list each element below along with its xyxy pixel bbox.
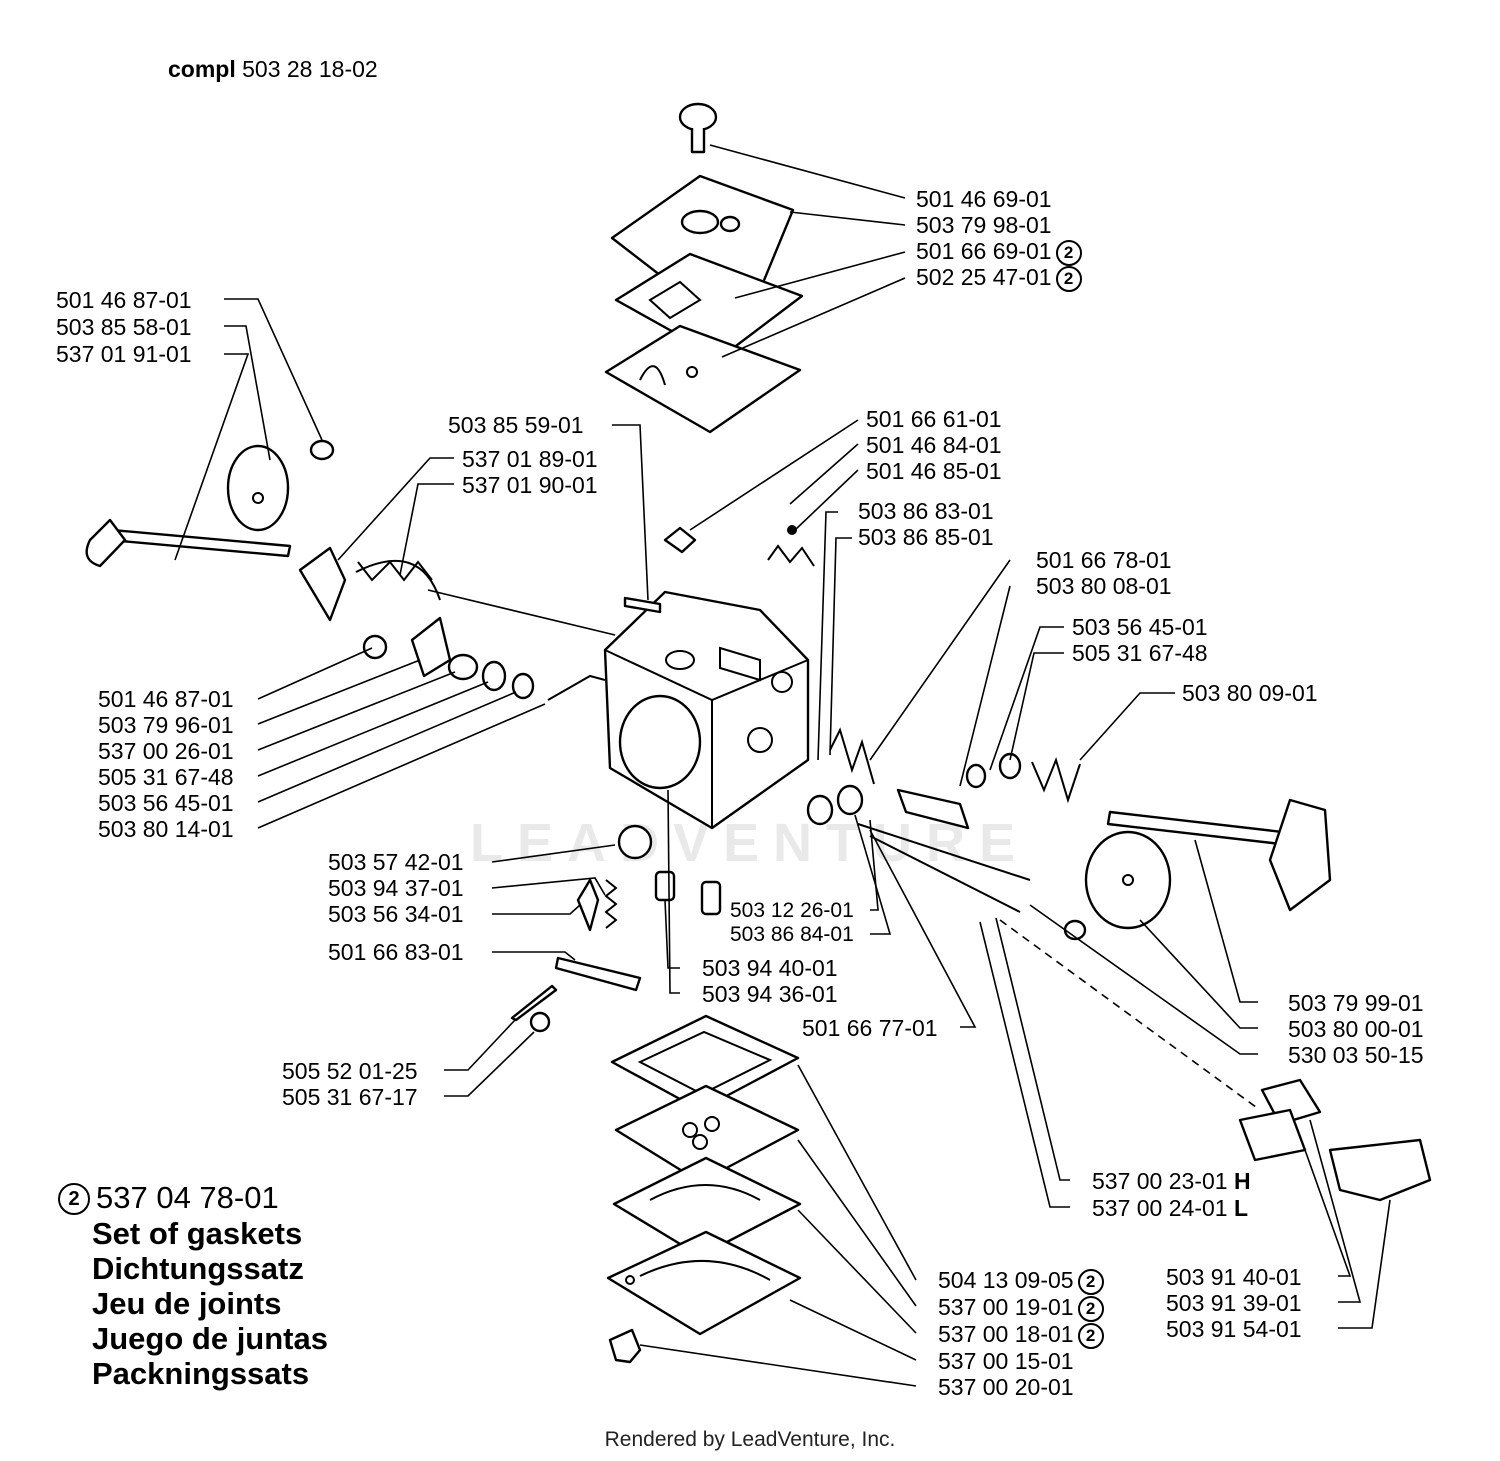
part-label[interactable]: 503 86 85-01 — [858, 524, 994, 550]
part-label[interactable]: 503 57 42-01 — [328, 849, 464, 875]
part-label[interactable]: 503 94 37-01 — [328, 875, 464, 901]
complete-assembly-number: compl 503 28 18-02 — [168, 56, 378, 83]
part-label[interactable]: 503 80 08-01 — [1036, 573, 1172, 599]
part-label[interactable]: 505 31 67-17 — [282, 1084, 418, 1110]
part-label[interactable]: 537 00 20-01 — [938, 1374, 1074, 1400]
leader-lines — [174, 144, 1391, 1387]
left-small-parts — [362, 616, 535, 700]
gasket-kit-marker: 2 — [1077, 1269, 1104, 1295]
gasket-kit-title-es: Juego de juntas — [92, 1321, 328, 1356]
lower-middle-parts — [510, 824, 722, 1033]
part-label[interactable]: 501 66 78-01 — [1036, 547, 1172, 573]
part-label[interactable]: 503 86 84-01 — [730, 923, 854, 946]
part-label[interactable]: 505 31 67-48 — [1072, 640, 1208, 666]
part-label[interactable]: 503 79 98-01 — [916, 212, 1052, 238]
part-label[interactable]: 537 01 91-01 — [56, 341, 192, 367]
part-label[interactable]: 503 56 45-01 — [98, 790, 234, 816]
gasket-kit-title-en: Set of gaskets — [92, 1216, 303, 1251]
part-label[interactable]: 503 85 59-01 — [448, 412, 584, 438]
top-screw-part — [678, 102, 718, 154]
top-gasket-parts — [604, 252, 804, 434]
part-label[interactable]: 503 85 58-01 — [56, 314, 192, 340]
part-label[interactable]: 505 31 67-48 — [98, 764, 234, 790]
part-label[interactable]: 503 80 00-01 — [1288, 1016, 1424, 1042]
part-label[interactable]: 501 46 85-01 — [866, 458, 1002, 484]
part-label[interactable]: 501 66 83-01 — [328, 939, 464, 965]
gasket-kit-marker: 2 — [1077, 1323, 1104, 1349]
part-label[interactable]: 503 12 26-01 — [730, 899, 854, 922]
bottom-gasket-parts — [606, 1014, 802, 1364]
compl-number: 503 28 18-02 — [242, 56, 378, 82]
part-label[interactable]: 501 46 69-01 — [916, 186, 1052, 212]
gasket-kit-title-de: Dichtungssatz — [92, 1251, 304, 1286]
part-label[interactable]: 501 66 77-01 — [802, 1015, 938, 1041]
part-label[interactable]: 503 79 99-01 — [1288, 990, 1424, 1016]
part-label[interactable]: 503 86 83-01 — [858, 498, 994, 524]
part-label[interactable]: 501 66 61-01 — [866, 406, 1002, 432]
part-label[interactable]: 537 01 89-01 — [462, 446, 598, 472]
carburetor-body-part — [547, 590, 810, 830]
top-cover-part — [610, 174, 795, 308]
part-label[interactable]: 503 91 54-01 — [1166, 1316, 1302, 1342]
gasket-kit-title-fr: Jeu de joints — [92, 1286, 282, 1321]
part-label[interactable]: 503 94 36-01 — [702, 981, 838, 1007]
choke-shaft-part — [1063, 798, 1332, 941]
part-label[interactable]: 503 94 40-01 — [702, 955, 838, 981]
gasket-kit-title-sv: Packningssats — [92, 1356, 310, 1391]
throttle-shaft-part — [85, 439, 441, 622]
gasket-kit-marker: 2 — [1055, 266, 1082, 292]
far-right-parts — [1238, 1078, 1432, 1202]
part-label[interactable]: 537 01 90-01 — [462, 472, 598, 498]
part-label[interactable]: 503 80 14-01 — [98, 816, 234, 842]
compl-label: compl — [168, 56, 236, 82]
render-credit: Rendered by LeadVenture, Inc. — [604, 1428, 896, 1451]
part-label[interactable]: 503 91 40-01 — [1166, 1264, 1302, 1290]
part-label[interactable]: 537 00 15-01 — [938, 1348, 1074, 1374]
part-label[interactable]: 537 00 24-01 L — [1092, 1195, 1249, 1221]
needle-suffix: L — [1233, 1195, 1249, 1221]
part-label[interactable]: 537 00 26-01 — [98, 738, 234, 764]
gasket-kit-marker: 2 — [1077, 1296, 1104, 1322]
part-label[interactable]: 503 91 39-01 — [1166, 1290, 1302, 1316]
part-label[interactable]: 503 56 34-01 — [328, 901, 464, 927]
part-label[interactable]: 501 46 87-01 — [56, 287, 192, 313]
part-label[interactable]: 503 79 96-01 — [98, 712, 234, 738]
gasket-kit-marker: 2 — [58, 1183, 90, 1215]
needle-suffix: H — [1233, 1168, 1251, 1194]
part-label[interactable]: 505 52 01-25 — [282, 1058, 418, 1084]
right-spring-parts — [663, 525, 1081, 913]
part-label[interactable]: 501 46 87-01 — [98, 686, 234, 712]
part-label[interactable]: 501 46 84-01 — [866, 432, 1002, 458]
part-label[interactable]: 503 56 45-01 — [1072, 614, 1208, 640]
part-label[interactable]: 537 00 23-01 H — [1092, 1168, 1251, 1194]
gasket-kit-marker: 2 — [1055, 240, 1082, 266]
part-label[interactable]: 530 03 50-15 — [1288, 1042, 1424, 1068]
part-label[interactable]: 503 80 09-01 — [1182, 680, 1318, 706]
